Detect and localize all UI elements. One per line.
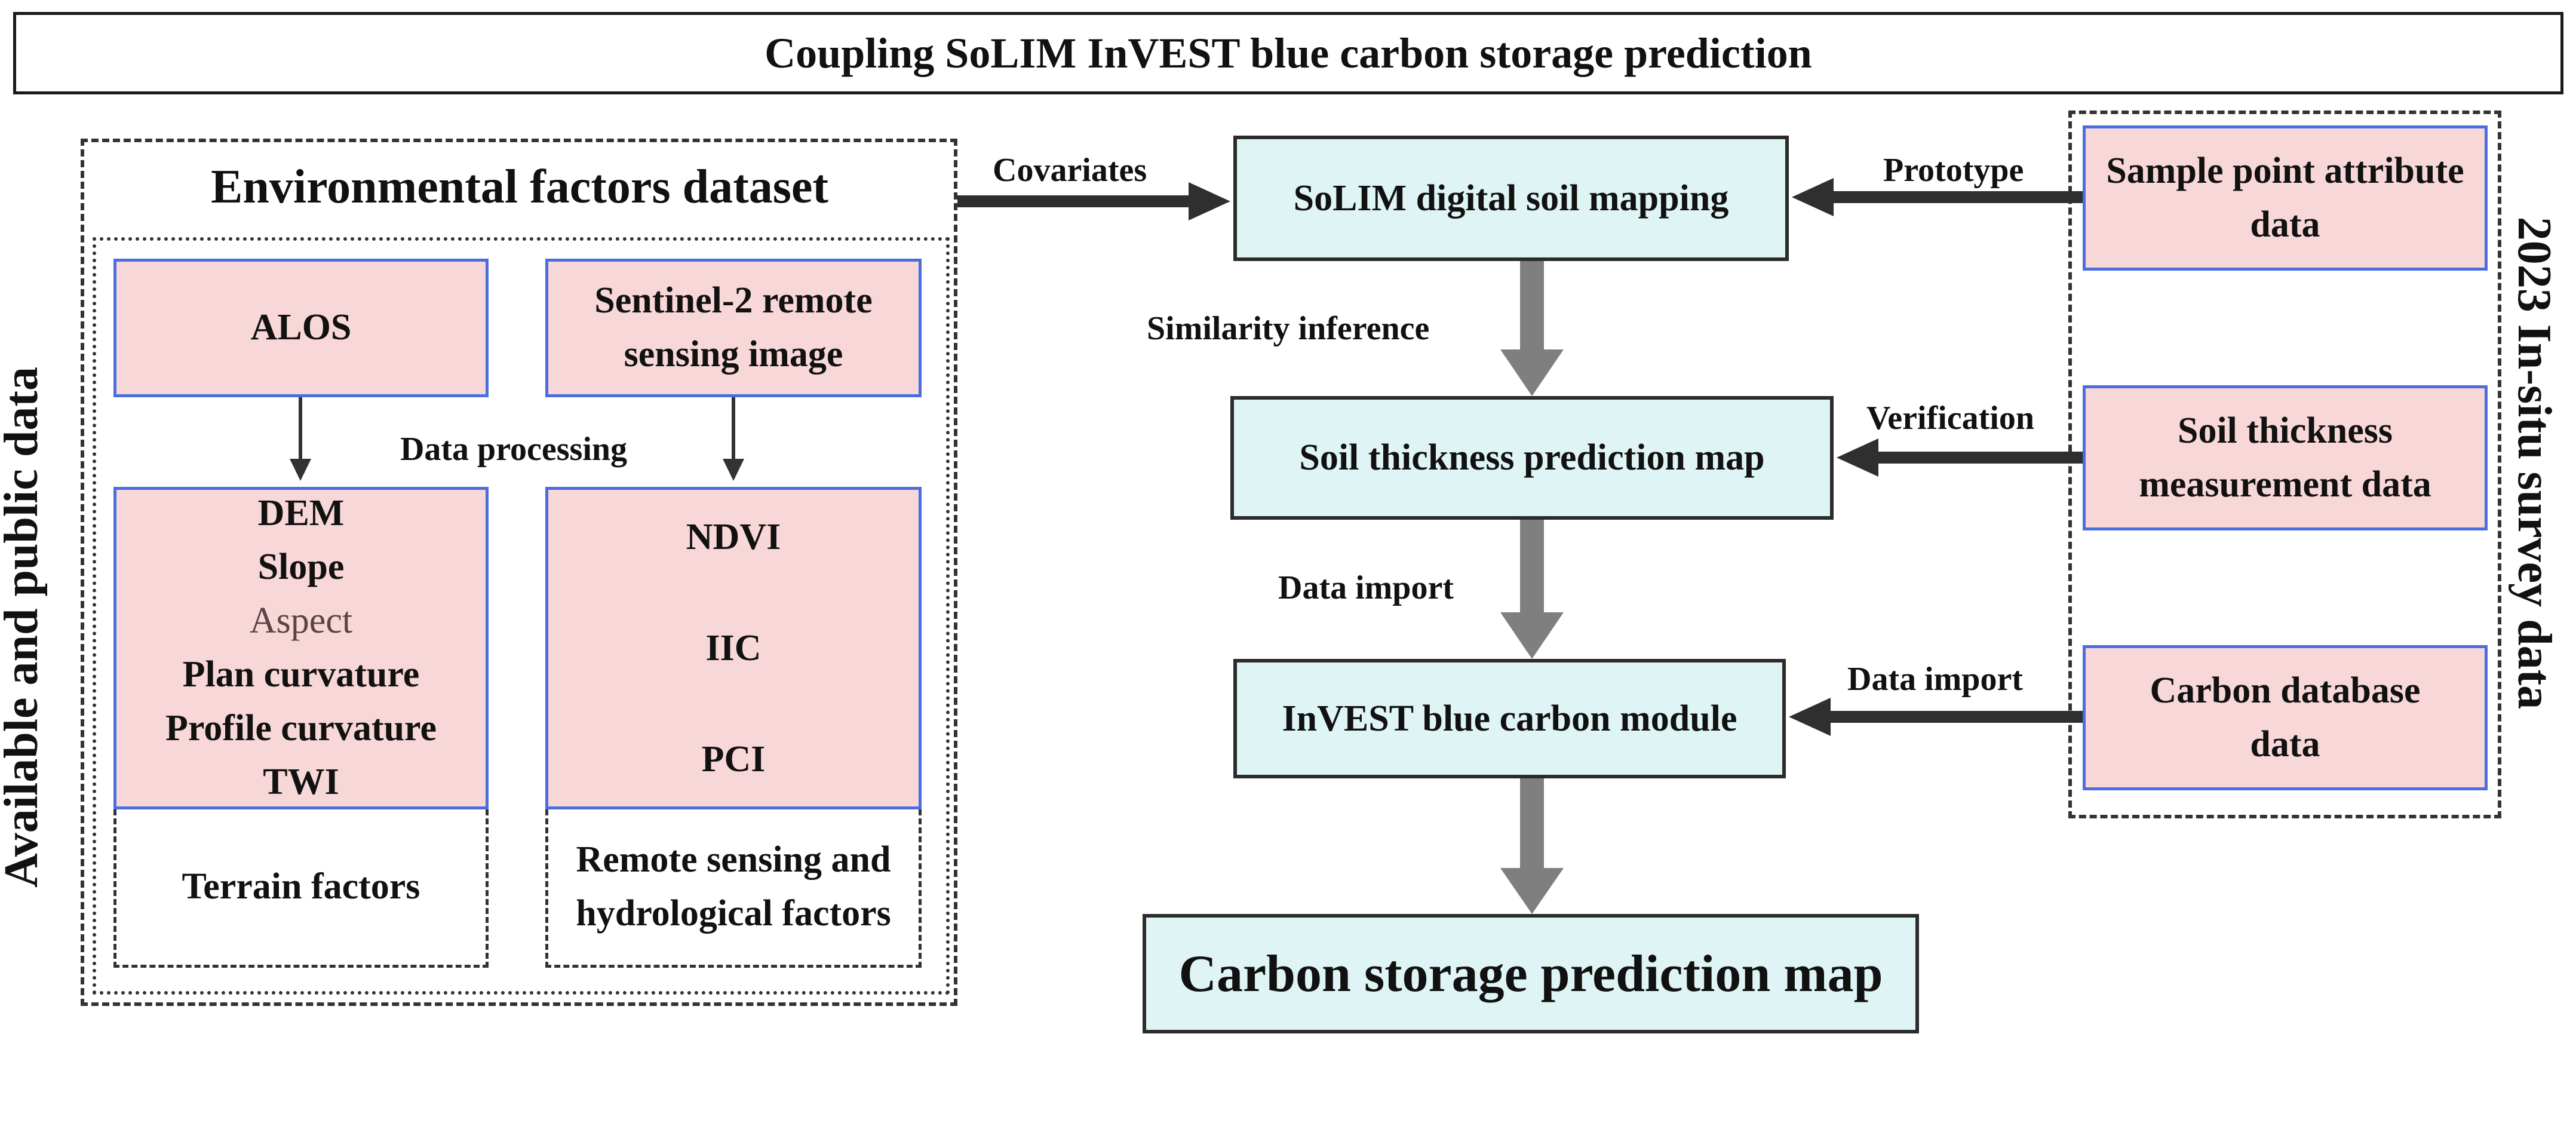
environmental-factors-group bbox=[81, 139, 957, 1006]
carbon-database-box: Carbon database data bbox=[2083, 645, 2488, 790]
rs-item-iic: IIC bbox=[705, 628, 762, 668]
diagram-title: Coupling SoLIM InVEST blue carbon storag… bbox=[13, 12, 2563, 94]
covariates-label: Covariates bbox=[993, 152, 1147, 189]
solim-box: SoLIM digital soil mapping bbox=[1233, 136, 1789, 261]
terrain-factors-caption: Terrain factors bbox=[113, 809, 489, 968]
terrain-item-profile-curvature: Profile curvature bbox=[165, 707, 437, 749]
verification-arrow bbox=[1837, 438, 2083, 477]
terrain-item-slope: Slope bbox=[257, 547, 345, 588]
prototype-arrow bbox=[1792, 178, 2083, 216]
data-import-right-arrow bbox=[1789, 698, 2083, 736]
carbon-storage-map-box: Carbon storage prediction map bbox=[1143, 914, 1919, 1033]
remote-sensing-box: NDVI IIC PCI bbox=[545, 487, 922, 809]
sentinel-box: Sentinel-2 remote sensing image bbox=[545, 259, 922, 397]
soil-thickness-map-box: Soil thickness prediction map bbox=[1230, 396, 1834, 520]
connector-arrows bbox=[290, 178, 2083, 914]
invest-box: InVEST blue carbon module bbox=[1233, 659, 1786, 778]
data-processing-label: Data processing bbox=[400, 431, 628, 468]
data-import-vertical-label: Data import bbox=[1278, 569, 1454, 606]
alos-box: ALOS bbox=[113, 259, 489, 397]
alos-to-terrain-arrow bbox=[290, 397, 311, 481]
factors-inner-panel bbox=[93, 237, 950, 995]
similarity-inference-label: Similarity inference bbox=[1147, 310, 1430, 347]
similarity-inference-arrow bbox=[1500, 261, 1564, 396]
terrain-item-dem: DEM bbox=[257, 493, 345, 534]
remote-sensing-caption: Remote sensing and hydrological factors bbox=[545, 809, 922, 968]
terrain-factors-box: DEM Slope Aspect Plan curvature Profile … bbox=[113, 487, 489, 809]
verification-label: Verification bbox=[1866, 400, 2034, 437]
sentinel-to-rs-arrow bbox=[723, 397, 744, 481]
sample-point-box: Sample point attribute data bbox=[2083, 125, 2488, 271]
soil-measurement-box: Soil thickness measurement data bbox=[2083, 385, 2488, 530]
insitu-survey-group bbox=[2068, 111, 2501, 818]
rs-item-ndvi: NDVI bbox=[686, 517, 781, 557]
data-import-down-arrow bbox=[1500, 520, 1564, 659]
covariates-arrow bbox=[957, 182, 1230, 220]
rs-item-pci: PCI bbox=[701, 739, 766, 780]
data-import-right-label: Data import bbox=[1847, 661, 2023, 698]
prototype-label: Prototype bbox=[1883, 152, 2024, 189]
to-carbon-map-arrow bbox=[1500, 778, 1564, 914]
terrain-item-aspect: Aspect bbox=[249, 600, 353, 642]
environmental-factors-heading: Environmental factors dataset bbox=[211, 160, 828, 213]
terrain-item-twi: TWI bbox=[263, 761, 339, 802]
terrain-item-plan-curvature: Plan curvature bbox=[182, 654, 420, 695]
